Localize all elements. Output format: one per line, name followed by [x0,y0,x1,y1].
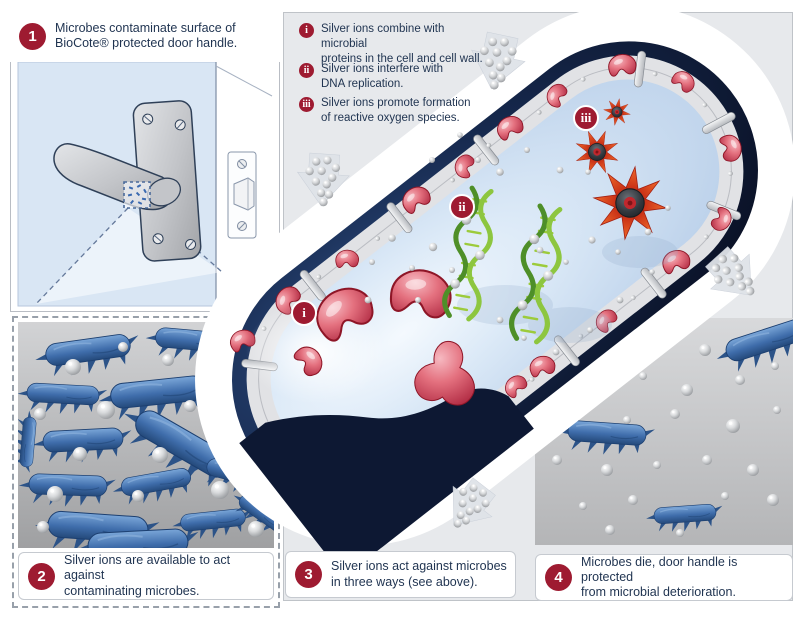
step2-caption-text: Silver ions are available to act against… [64,553,231,598]
marker-ii-badge: ii [449,194,475,220]
magnify-cone [36,208,222,304]
step1-number-badge: 1 [19,22,46,50]
legend-i-badge: i [299,23,314,38]
step3-number-badge: 3 [295,561,322,588]
step4-number-badge: 4 [545,564,572,591]
door-handle-illustration [17,61,273,307]
marker-i-badge: i [291,300,317,326]
caption-step4: 4 Microbes die, door handle is protected… [535,554,793,601]
microbe-spot [123,181,151,209]
marker-iii-badge: iii [573,105,599,131]
caption-step2: 2 Silver ions are available to act again… [18,552,274,600]
legend-iii-badge: iii [299,97,314,112]
step2-number-badge: 2 [28,562,55,590]
latch-plate [227,151,257,239]
legend-ii-badge: ii [299,63,314,78]
microbes-sem-image [18,322,274,548]
